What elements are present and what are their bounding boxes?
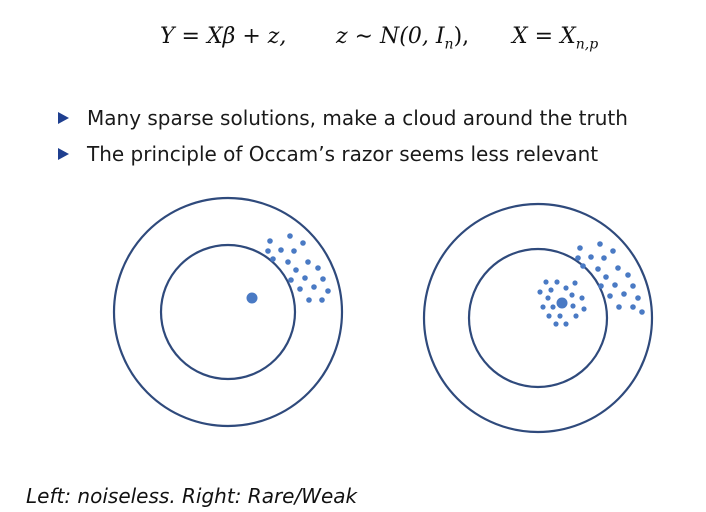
cloud-dot [546,313,552,319]
cloud-dot [588,254,594,260]
left-outer-circle [112,196,344,428]
cloud-dot [311,284,317,290]
cloud-dot [601,255,607,261]
cloud-dot [563,285,569,291]
cloud-dot [580,263,586,269]
cloud-dot [572,280,578,286]
cloud-dot [570,303,576,309]
cloud-dot [630,283,636,289]
formula-design-prefix: X = X [512,24,576,49]
cloud-dot [554,279,560,285]
cloud-dot [302,275,308,281]
cloud-dot [320,276,326,282]
cloud-dot [540,304,546,310]
cloud-dot [616,304,622,310]
cloud-dot [579,295,585,301]
right-outer-circle [422,202,654,434]
right-diagram-rare-weak [422,202,654,434]
cloud-dot [291,248,297,254]
bullet-list: Many sparse solutions, make a cloud arou… [56,100,676,172]
triangle-bullet-icon [58,112,69,124]
cloud-dot [630,304,636,310]
cloud-dot [603,274,609,280]
cloud-dot [615,265,621,271]
cloud-dot [300,240,306,246]
cloud-dot [278,247,284,253]
cloud-dot [325,288,331,294]
cloud-dot [557,313,563,319]
formula-design-sub: n,p [575,36,599,53]
cloud-dot [315,265,321,271]
right-truth-point [556,297,568,309]
cloud-dot [265,248,271,254]
cloud-dot [550,304,556,310]
solution-cloud-diagram [112,196,654,434]
left-solution-cloud [265,233,331,303]
cloud-dot [545,295,551,301]
cloud-dot [607,293,613,299]
formula-noise-suffix: ), [453,24,470,49]
cloud-dot [573,313,579,319]
cloud-dot [305,259,311,265]
cloud-dot [598,283,604,289]
formula-noise-sub: n [444,36,454,53]
cloud-dot [621,291,627,297]
bullet-text: The principle of Occam’s razor seems les… [87,142,599,166]
figure-caption: Left: noiseless. Right: Rare/Weak [26,484,358,508]
triangle-bullet-icon [58,148,69,160]
formula-linear-model: Y = Xβ + z, [160,24,287,49]
bullet-item: Many sparse solutions, make a cloud arou… [56,100,676,136]
cloud-dot [285,259,291,265]
formula-design-matrix: X = Xn,p [512,24,598,52]
cloud-dot [548,287,554,293]
cloud-dot [293,267,299,273]
cloud-dot [270,256,276,262]
cloud-dot [267,238,273,244]
left-inner-circle [159,243,297,381]
cloud-dot [612,282,618,288]
bullet-item: The principle of Occam’s razor seems les… [56,136,676,172]
cloud-dot [563,321,569,327]
right-inner-circle [467,247,609,389]
cloud-dot [635,295,641,301]
cloud-dot [639,309,645,315]
cloud-dot [297,286,303,292]
cloud-dot [569,292,575,298]
cloud-dot [581,306,587,312]
formula-noise-distribution: z ∼ N(0, In), [336,24,469,52]
cloud-dot [577,245,583,251]
cloud-dot [537,289,543,295]
cloud-dot [553,321,559,327]
cloud-dot [543,279,549,285]
cloud-dot [597,241,603,247]
right-noise-cloud [537,279,587,327]
model-formula: Y = Xβ + z, z ∼ N(0, In), X = Xn,p [0,18,706,58]
cloud-dot [575,255,581,261]
cloud-dot [319,297,325,303]
right-solution-cloud [575,241,645,315]
cloud-dot [595,266,601,272]
left-truth-point [246,292,258,304]
cloud-dot [287,233,293,239]
cloud-dot [610,248,616,254]
cloud-dot [625,272,631,278]
left-diagram-noiseless [112,196,344,428]
formula-noise-prefix: z ∼ N(0, I [336,24,445,49]
cloud-dot [288,277,294,283]
cloud-dot [306,297,312,303]
bullet-text: Many sparse solutions, make a cloud arou… [87,106,628,130]
